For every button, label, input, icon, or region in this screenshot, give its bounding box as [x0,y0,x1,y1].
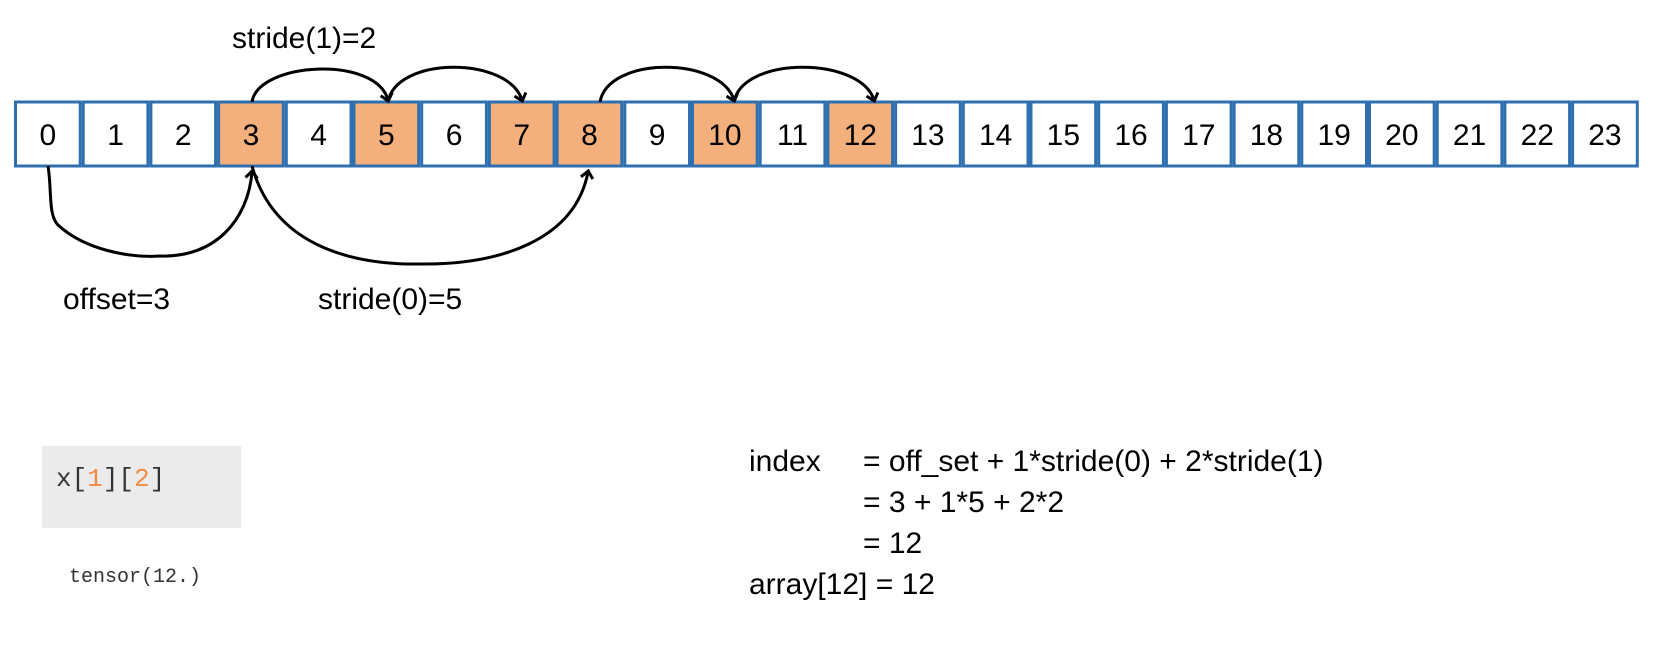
array-cell [1368,100,1436,168]
array-cell [1571,100,1639,168]
array-cell [149,100,218,168]
array-cell [758,100,827,168]
array-cell [352,100,421,168]
array-cell-label: 12 [844,119,877,152]
array-cell-label: 18 [1250,119,1283,152]
code-index-i: 1 [87,464,103,494]
array-cell [894,100,962,168]
array-cell-label: 4 [310,119,327,152]
array-cell-label: 17 [1182,119,1215,152]
array-cell-label: 2 [175,119,192,152]
array-cell-label: 23 [1588,119,1621,152]
array-cell-label: 16 [1114,119,1147,152]
offset-label: offset=3 [63,283,171,316]
stride1-arrow [386,65,522,102]
stride0-arrow [250,165,588,266]
array-cell [691,100,759,168]
array-cell [217,100,285,168]
array-cell [1232,100,1301,168]
array-cell [623,100,691,168]
array-cell-label: 7 [513,119,530,152]
stride1-arrow [598,65,734,102]
equation-line2: = 3 + 1*5 + 2*2 [863,486,1065,519]
stride1-arrow [250,67,388,102]
array-cell-label: 3 [243,119,260,152]
array-cell [961,100,1030,168]
array-cell [1503,100,1572,168]
code-index-j: 2 [134,464,150,494]
array-cell-label: 9 [649,119,666,152]
array-cell-label: 11 [777,119,808,152]
array-cell [1300,100,1369,168]
stride0-label: stride(0)=5 [318,283,463,316]
code-suffix: ] [149,464,166,494]
stride1-label: stride(1)=2 [232,22,377,55]
array-cell-label: 13 [911,119,944,152]
array-cell-label: 15 [1047,119,1080,152]
offset-arrow [46,165,252,258]
code-output: tensor(12.) [69,566,202,589]
code-cell: x[1][2] [42,446,241,528]
array-cell-label: 8 [581,119,598,152]
array-cell [1029,100,1098,168]
equation-line1-left: index [749,445,821,478]
array-cell-label: 5 [378,119,395,152]
array-cell-label: 6 [446,119,463,152]
array-cell [1435,100,1504,168]
array-cell-label: 22 [1521,119,1554,152]
array-cell-label: 20 [1385,119,1418,152]
array-cell-label: 0 [40,119,57,152]
equation-line1-right: = off_set + 1*stride(0) + 2*stride(1) [863,445,1324,478]
array-cell-label: 19 [1317,119,1350,152]
array-cell [81,100,150,168]
array-cell-label: 1 [107,119,124,152]
equation-line4: array[12] = 12 [749,568,935,601]
array-cell [14,100,82,168]
array-cell-label: 21 [1453,119,1486,152]
equation-line3: = 12 [863,527,923,560]
array-cell [1097,100,1165,168]
array-cell [420,100,488,168]
array-cell [826,100,895,168]
stride1-arrow [732,65,874,102]
code-input: x[1][2] [56,464,165,494]
array-cell-label: 10 [708,119,741,152]
array-cell [555,100,624,168]
code-prefix: x[ [56,464,88,494]
array-cell [284,100,353,168]
code-mid: ][ [102,464,135,494]
array-cell [1164,100,1233,168]
array-cell-label: 14 [979,119,1012,152]
